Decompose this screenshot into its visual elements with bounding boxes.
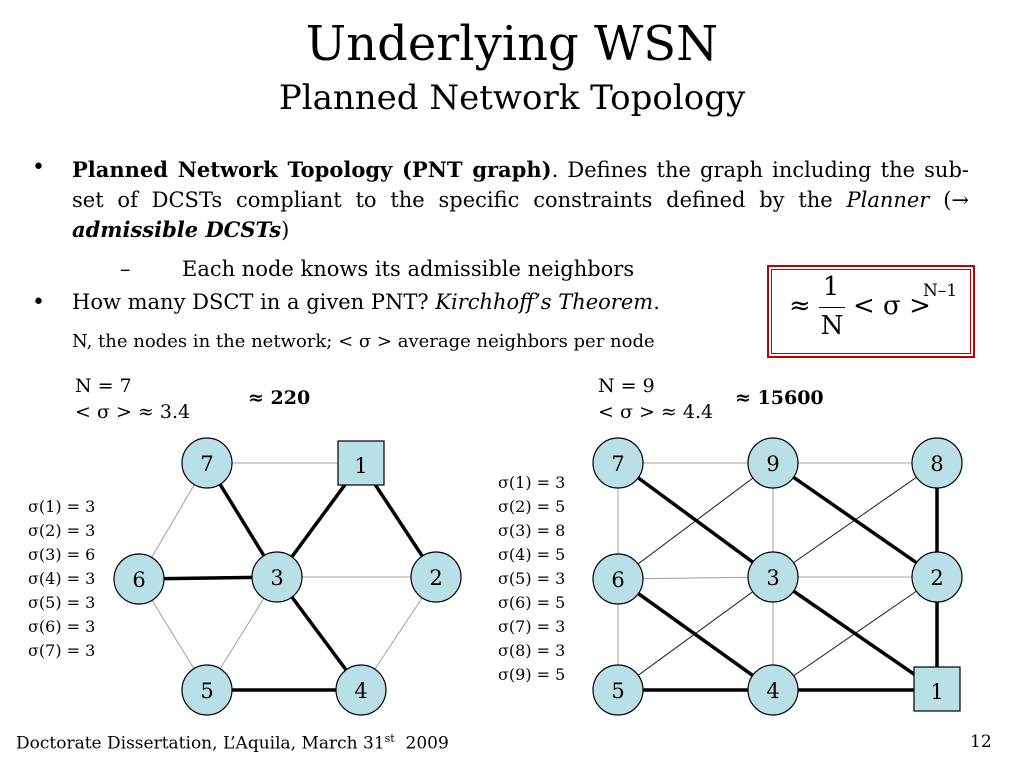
admissible-dcsts-term: admissible DCSTs [72,217,282,242]
left-node-5: 5 [181,664,233,716]
left-sigma-1: σ(1) = 3 [28,497,96,516]
formula-sigma: < σ > [853,291,931,321]
right-graph: 7 9 8 6 3 2 5 4 1 [592,437,963,716]
svg-text:2: 2 [930,566,943,590]
sub-bullet-text: Each node knows its admissible neighbors [182,257,635,281]
right-sigma-list: σ(1) = 3 σ(2) = 5 σ(3) = 8 σ(4) = 5 σ(5)… [498,471,565,687]
right-node-3: 3 [747,551,799,603]
svg-text:6: 6 [132,568,145,592]
right-sigma-4: σ(4) = 5 [498,545,566,564]
right-node-6: 6 [592,553,644,605]
svg-text:2: 2 [429,566,442,590]
svg-text:9: 9 [766,452,779,476]
bullet-dot-1: • [32,155,45,180]
left-sigma-4: σ(4) = 3 [28,569,96,588]
paren-open: (→ [929,188,969,212]
svg-text:1: 1 [354,454,367,478]
left-n-label: N = 7 [75,375,132,397]
left-sigma-avg: < σ > ≈ 3.4 [75,401,191,423]
nodes-note: N, the nodes in the network; < σ > avera… [72,331,655,352]
sub-bullet-dash: – [120,257,131,281]
formula-approx: ≈ [789,291,811,321]
kirchhoff-question: How many DSCT in a given PNT? [72,290,436,314]
tree-edge-7-3 [616,461,775,579]
bullet-dot-2: • [32,290,45,315]
svg-text:4: 4 [766,679,779,703]
footer-citation: Doctorate Dissertation, L’Aquila, March … [16,732,449,754]
right-sigma-5: σ(5) = 3 [498,569,566,588]
right-sigma-9: σ(9) = 5 [498,665,566,684]
right-sigma-2: σ(2) = 5 [498,497,566,516]
right-estimate: ≈ 15600 [735,387,824,409]
left-node-1-sink: 1 [337,440,385,486]
slide-title: Underlying WSN [305,16,719,72]
right-node-9: 9 [747,437,799,489]
formula-numerator: 1 [822,272,840,302]
left-sigma-3: σ(3) = 6 [28,545,96,564]
right-node-4: 4 [747,664,799,716]
svg-text:5: 5 [200,679,213,703]
bullet-pnt-definition: Planned Network Topology (PNT graph). De… [72,155,969,245]
svg-text:4: 4 [354,679,367,703]
left-graph: 7 1 6 3 2 5 4 [113,437,462,716]
edge-6-3 [617,576,774,580]
left-sigma-5: σ(5) = 3 [28,593,96,612]
svg-text:5: 5 [611,679,624,703]
right-sigma-avg: < σ > ≈ 4.4 [598,401,714,423]
kirchhoff-theorem: Kirchhoff’s Theorem [435,290,654,314]
left-node-3: 3 [251,551,303,603]
svg-text:7: 7 [200,452,213,476]
left-estimate: ≈ 220 [248,387,311,409]
right-sigma-8: σ(8) = 3 [498,641,566,660]
right-node-2: 2 [911,551,963,603]
paren-close: ) [281,218,290,242]
left-sigma-2: σ(2) = 3 [28,521,96,540]
right-sigma-1: σ(1) = 3 [498,473,566,492]
footer-superscript: st [384,732,395,745]
tree-edge-3-1 [772,575,938,692]
left-node-6: 6 [113,553,165,605]
svg-text:1: 1 [930,680,943,704]
tree-edge-9-2 [772,461,938,579]
formula-exponent: N–1 [923,281,958,301]
left-sigma-list: σ(1) = 3 σ(2) = 3 σ(3) = 6 σ(4) = 3 σ(5)… [28,495,95,663]
svg-text:3: 3 [270,566,283,590]
svg-text:8: 8 [930,452,943,476]
footer-text: Doctorate Dissertation, L’Aquila, March … [16,733,385,754]
right-sigma-3: σ(3) = 8 [498,521,566,540]
page-number: 12 [970,732,992,752]
tree-edge-6-4 [616,577,775,692]
formula-fraction-bar [819,307,845,308]
right-n-label: N = 9 [598,375,655,397]
svg-text:3: 3 [766,566,779,590]
planner-term: Planner [846,188,930,212]
right-node-5: 5 [592,664,644,716]
bullet-kirchhoff: How many DSCT in a given PNT? Kirchhoff’… [72,290,660,314]
left-sigma-7: σ(7) = 3 [28,641,96,660]
pnt-term: Planned Network Topology (PNT graph) [72,157,552,182]
kirchhoff-end: . [653,290,660,314]
svg-text:6: 6 [611,568,624,592]
left-sigma-6: σ(6) = 3 [28,617,96,636]
left-node-7: 7 [181,437,233,489]
right-sigma-7: σ(7) = 3 [498,617,566,636]
left-node-4: 4 [335,664,387,716]
svg-text:7: 7 [611,452,624,476]
left-node-2: 2 [410,551,462,603]
right-sigma-6: σ(6) = 5 [498,593,566,612]
slide-subtitle: Planned Network Topology [278,78,746,118]
footer-year: 2009 [394,733,449,754]
formula-box: ≈ 1 N < σ > N–1 [767,265,975,358]
right-node-7: 7 [592,437,644,489]
pnt-definition-text: . Defines the graph including the sub-se… [72,158,969,212]
right-node-1-sink: 1 [913,666,961,712]
right-node-8: 8 [911,437,963,489]
formula-denominator: N [820,311,844,341]
